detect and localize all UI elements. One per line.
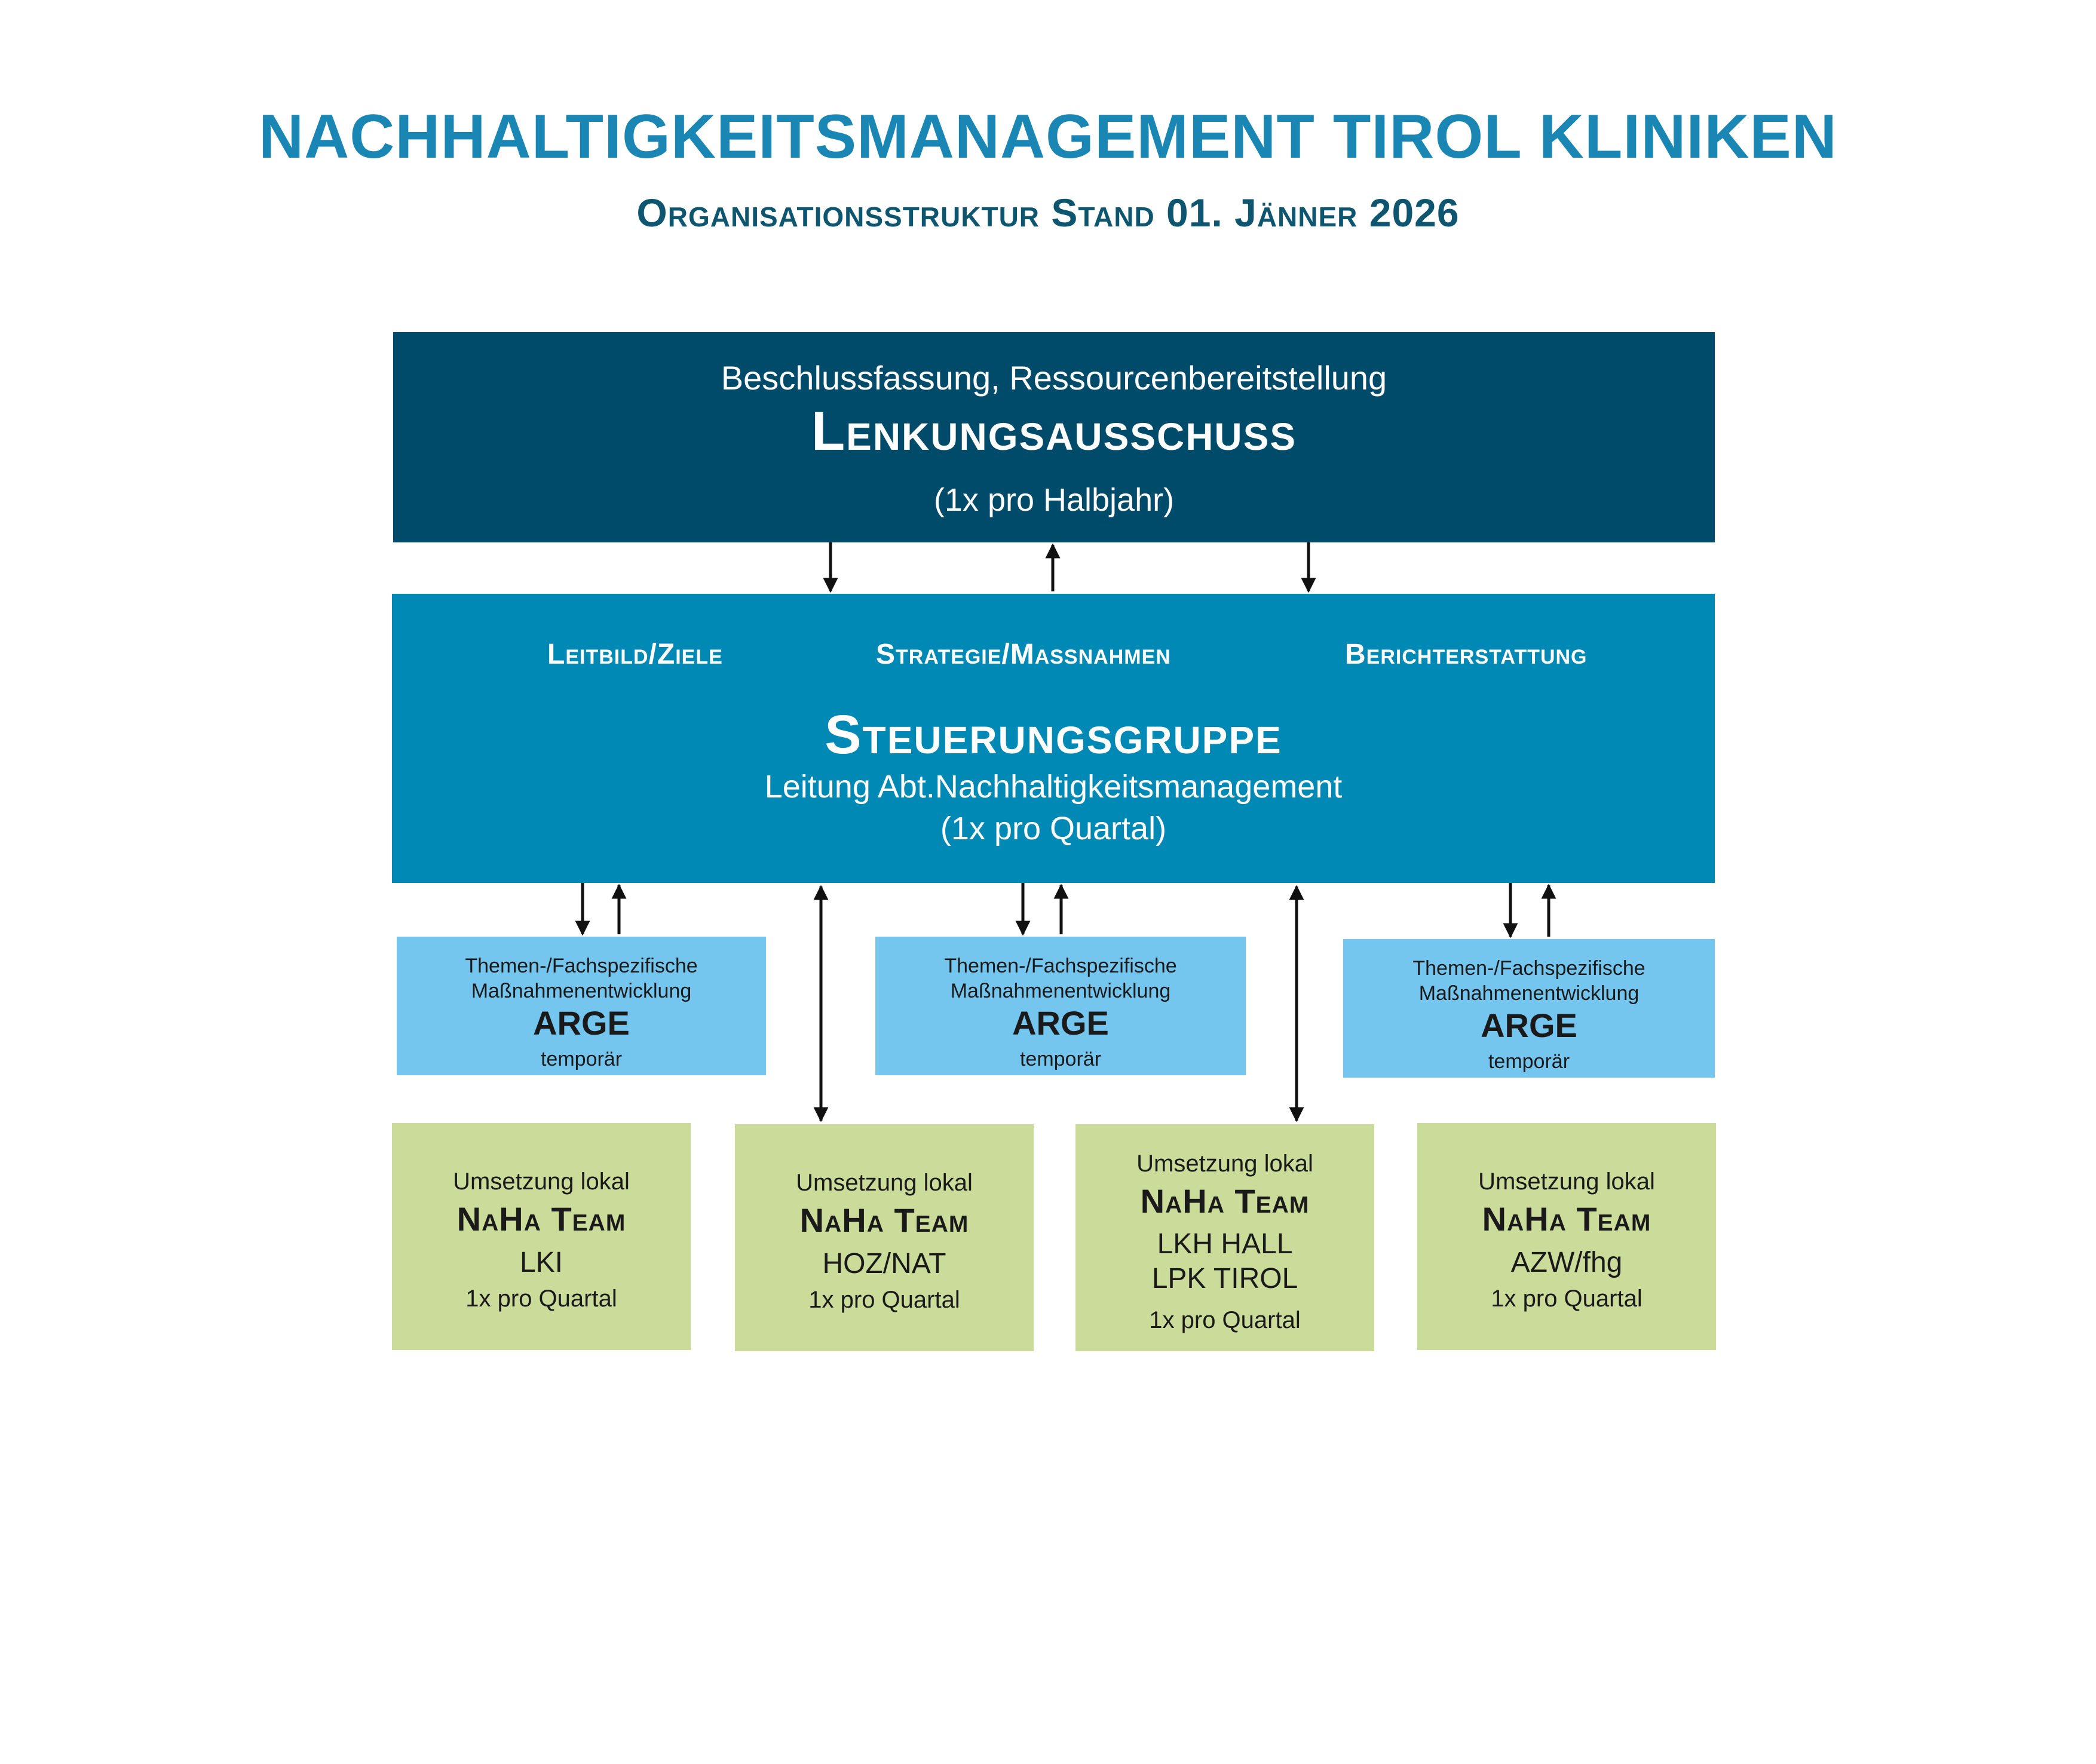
arge-name: ARGE (1012, 1004, 1109, 1042)
arge-line1: Themen-/Fachspezifische (944, 955, 1177, 977)
team-frequency: 1x pro Quartal (808, 1287, 960, 1313)
page-subtitle: Organisationsstruktur Stand 01. Jänner 2… (636, 191, 1460, 235)
naha-team-box: Umsetzung lokal NaHa Team HOZ/NAT 1x pro… (735, 1124, 1034, 1351)
team-site: LPK TIROL (1151, 1263, 1298, 1294)
steuerungsgruppe-box: Leitbild/Ziele Strategie/Massnahmen Beri… (392, 594, 1715, 883)
arge-line2: Maßnahmenentwicklung (471, 980, 692, 1002)
arge-name: ARGE (1481, 1007, 1577, 1044)
lenkungsausschuss-frequency: (1x pro Halbjahr) (933, 482, 1175, 518)
naha-team-box: Umsetzung lokal NaHa Team LKI 1x pro Qua… (392, 1123, 691, 1350)
naha-team-box: Umsetzung lokal NaHa Team AZW/fhg 1x pro… (1417, 1123, 1716, 1350)
team-site: LKI (519, 1247, 563, 1278)
team-site: HOZ/NAT (822, 1248, 946, 1280)
arge-line1: Themen-/Fachspezifische (465, 955, 698, 977)
arge-line2: Maßnahmenentwicklung (950, 980, 1171, 1002)
team-name: NaHa Team (1482, 1200, 1651, 1238)
arge-line1: Themen-/Fachspezifische (1412, 957, 1645, 980)
team-name: NaHa Team (456, 1200, 626, 1238)
team-name: NaHa Team (1140, 1182, 1310, 1220)
steuerungsgruppe-name: Steuerungsgruppe (825, 704, 1282, 765)
team-intro: Umsetzung lokal (796, 1170, 973, 1196)
team-intro: Umsetzung lokal (1136, 1151, 1313, 1177)
lenkungsausschuss-box: Beschlussfassung, Ressourcenbereitstellu… (393, 332, 1715, 542)
lenkungsausschuss-function: Beschlussfassung, Ressourcenbereitstellu… (721, 359, 1387, 397)
team-frequency: 1x pro Quartal (465, 1286, 617, 1312)
team-site: LKH HALL (1157, 1228, 1293, 1260)
steuerungsgruppe-lead: Leitung Abt.Nachhaltigkeitsmanagement (764, 769, 1343, 805)
topic-leitbild: Leitbild/Ziele (547, 639, 723, 670)
team-site: AZW/fhg (1510, 1247, 1623, 1278)
team-frequency: 1x pro Quartal (1491, 1286, 1643, 1312)
team-intro: Umsetzung lokal (1478, 1168, 1655, 1195)
arge-note: temporär (1019, 1048, 1102, 1070)
topic-berichterstattung: Berichterstattung (1345, 639, 1588, 670)
naha-team-box: Umsetzung lokal NaHa Team LKH HALL LPK T… (1075, 1124, 1374, 1351)
lenkungsausschuss-name: Lenkungsausschuss (811, 401, 1297, 462)
arge-line2: Maßnahmenentwicklung (1418, 982, 1640, 1005)
arge-name: ARGE (533, 1004, 630, 1042)
page-title: NACHHALTIGKEITSMANAGEMENT TIROL KLINIKEN (259, 102, 1837, 171)
team-intro: Umsetzung lokal (453, 1168, 630, 1195)
topic-strategie: Strategie/Massnahmen (876, 639, 1171, 670)
team-name: NaHa Team (799, 1201, 969, 1239)
arge-note: temporär (540, 1048, 623, 1070)
arge-note: temporär (1488, 1050, 1570, 1073)
team-frequency: 1x pro Quartal (1149, 1307, 1301, 1333)
steuerungsgruppe-frequency: (1x pro Quartal) (940, 811, 1167, 846)
